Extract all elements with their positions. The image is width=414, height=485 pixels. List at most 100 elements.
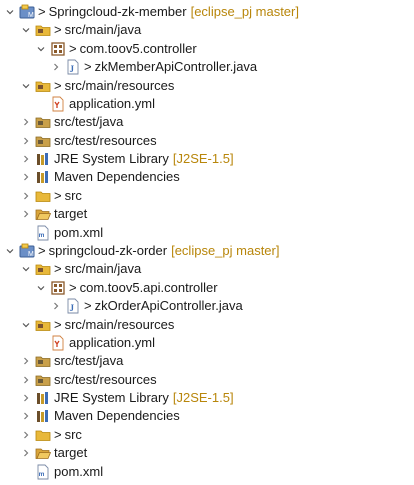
tree-item[interactable]: >src (20, 426, 82, 444)
source-folder-icon (35, 353, 51, 369)
tree-item-label: src/test/resources (54, 372, 157, 387)
dirty-marker: > (38, 4, 46, 19)
tree-item-label: src/main/java (64, 261, 142, 276)
source-folder-icon (35, 133, 51, 149)
tree-item[interactable]: m pom.xml (20, 463, 103, 481)
dirty-marker: > (54, 427, 62, 442)
chevron-down-icon[interactable] (4, 242, 16, 260)
folder-open-icon (35, 206, 51, 222)
chevron-down-icon[interactable] (20, 77, 32, 95)
chevron-right-icon[interactable] (20, 205, 32, 223)
tree-item[interactable]: M >springcloud-zk-order[eclipse_pj master… (4, 242, 279, 260)
java-file-icon: J (65, 298, 81, 314)
tree-item-label: zkMemberApiController.java (94, 59, 258, 74)
source-folder-icon (35, 78, 51, 94)
dirty-marker: > (54, 22, 62, 37)
tree-item-label: application.yml (69, 335, 155, 350)
tree-item[interactable]: >src/main/resources (20, 77, 174, 95)
chevron-right-icon[interactable] (20, 113, 32, 131)
svg-text:m: m (39, 232, 45, 239)
svg-text:M: M (28, 251, 34, 258)
tree-item-label: pom.xml (54, 464, 104, 479)
tree-item[interactable]: >src/main/java (20, 21, 141, 39)
chevron-right-icon[interactable] (50, 58, 62, 76)
chevron-right-icon[interactable] (20, 407, 32, 425)
chevron-right-icon[interactable] (20, 426, 32, 444)
tree-indent (35, 95, 47, 113)
tree-item[interactable]: application.yml (35, 334, 155, 352)
dirty-marker: > (54, 188, 62, 203)
chevron-down-icon[interactable] (20, 21, 32, 39)
tree-item-label: JRE System Library (54, 151, 169, 166)
tree-item[interactable]: target (20, 205, 87, 223)
chevron-right-icon[interactable] (20, 371, 32, 389)
tree-item[interactable]: J >zkMemberApiController.java (50, 58, 257, 76)
svg-text:m: m (39, 471, 45, 478)
chevron-right-icon[interactable] (20, 132, 32, 150)
tree-item[interactable]: >src (20, 187, 82, 205)
tree-item[interactable]: application.yml (35, 95, 155, 113)
tree-item-decoration: [eclipse_pj master] (171, 243, 280, 258)
tree-item[interactable]: >src/main/resources (20, 316, 174, 334)
tree-item-label: src/test/java (54, 114, 124, 129)
dirty-marker: > (38, 243, 46, 258)
source-folder-icon (35, 261, 51, 277)
tree-item-label: JRE System Library (54, 390, 169, 405)
tree-item[interactable]: >com.toov5.api.controller (35, 279, 218, 297)
chevron-right-icon[interactable] (20, 389, 32, 407)
project-icon: M (19, 4, 35, 20)
tree-item[interactable]: JRE System Library[J2SE-1.5] (20, 150, 234, 168)
chevron-down-icon[interactable] (4, 3, 16, 21)
library-icon (35, 390, 51, 406)
tree-item[interactable]: >src/main/java (20, 260, 141, 278)
tree-item-label: application.yml (69, 96, 155, 111)
tree-item[interactable]: target (20, 444, 87, 462)
java-file-icon: J (65, 59, 81, 75)
source-folder-icon (35, 22, 51, 38)
chevron-down-icon[interactable] (35, 279, 47, 297)
tree-item[interactable]: src/test/java (20, 352, 123, 370)
package-icon (50, 41, 66, 57)
tree-item-label: springcloud-zk-order (48, 243, 168, 258)
yml-file-icon (50, 96, 66, 112)
tree-item[interactable]: Maven Dependencies (20, 168, 180, 186)
tree-item[interactable]: Maven Dependencies (20, 407, 180, 425)
chevron-down-icon[interactable] (35, 40, 47, 58)
folder-open-icon (35, 445, 51, 461)
tree-item-label: target (54, 206, 88, 221)
svg-text:J: J (70, 64, 75, 74)
tree-item[interactable]: src/test/java (20, 113, 123, 131)
library-icon (35, 408, 51, 424)
xml-file-icon: m (35, 464, 51, 480)
tree-item-label: src/test/resources (54, 133, 157, 148)
dirty-marker: > (54, 317, 62, 332)
library-icon (35, 169, 51, 185)
tree-item[interactable]: J>zkOrderApiController.java (50, 297, 243, 315)
tree-item-label: com.toov5.controller (79, 41, 197, 56)
dirty-marker: > (54, 261, 62, 276)
tree-item-label: src/main/resources (64, 78, 175, 93)
tree-item[interactable]: src/test/resources (20, 371, 157, 389)
dirty-marker: > (84, 298, 92, 313)
tree-item-decoration: [J2SE-1.5] (172, 151, 234, 166)
dirty-marker: > (69, 280, 77, 295)
tree-item[interactable]: JRE System Library[J2SE-1.5] (20, 389, 234, 407)
tree-item-label: src/main/java (64, 22, 142, 37)
folder-icon (35, 188, 51, 204)
tree-item-label: src (64, 427, 82, 442)
tree-item[interactable]: src/test/resources (20, 132, 157, 150)
tree-item[interactable]: >com.toov5.controller (35, 40, 197, 58)
tree-item[interactable]: M>Springcloud-zk-member[eclipse_pj maste… (4, 3, 299, 21)
chevron-right-icon[interactable] (20, 352, 32, 370)
tree-indent (20, 224, 32, 242)
dirty-marker: > (84, 59, 92, 74)
chevron-right-icon[interactable] (20, 150, 32, 168)
chevron-right-icon[interactable] (20, 187, 32, 205)
chevron-down-icon[interactable] (20, 316, 32, 334)
chevron-right-icon[interactable] (20, 168, 32, 186)
chevron-down-icon[interactable] (20, 260, 32, 278)
chevron-right-icon[interactable] (50, 297, 62, 315)
chevron-right-icon[interactable] (20, 444, 32, 462)
